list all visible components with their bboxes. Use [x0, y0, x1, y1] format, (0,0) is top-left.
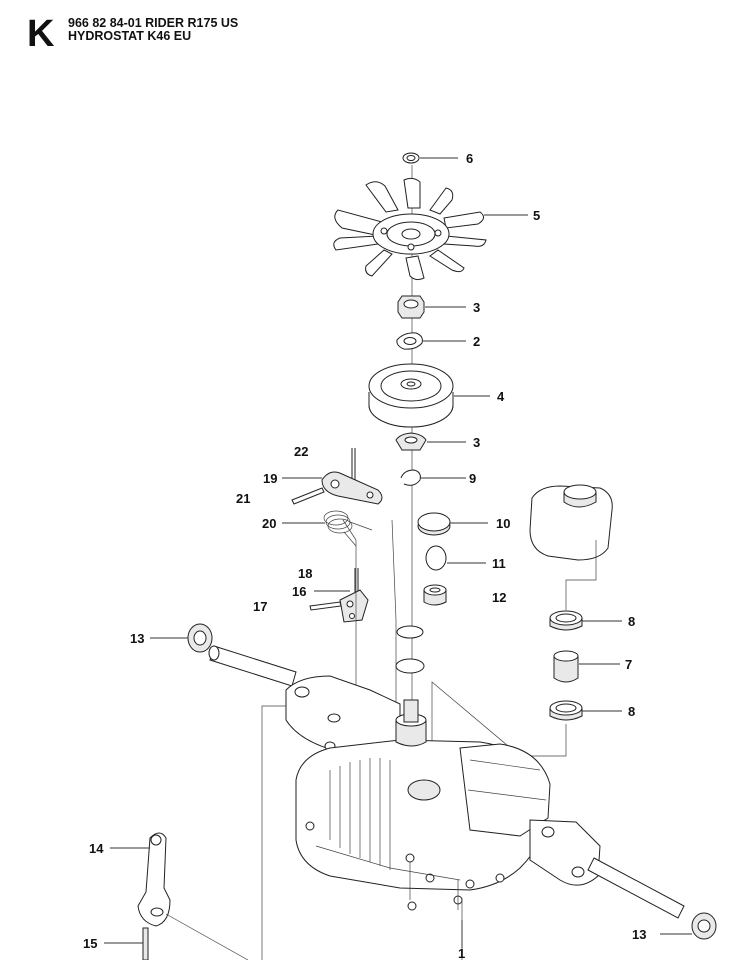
callout-8-top: 8 [628, 614, 635, 629]
part-19-bracket [321, 448, 383, 505]
part-8-clamp-top [549, 610, 583, 631]
callout-7: 7 [625, 657, 632, 672]
callout-22: 22 [294, 444, 308, 459]
part-8-clamp-bottom [549, 700, 583, 721]
callout-19: 19 [263, 471, 277, 486]
callout-13-left: 13 [130, 631, 144, 646]
part-16-lever [339, 589, 369, 623]
center-guide-line [391, 519, 397, 720]
part-2-washer [396, 332, 423, 350]
part-1-transaxle-housing [285, 675, 601, 911]
part-4-pulley [368, 363, 454, 428]
shaft-spacers [395, 625, 425, 674]
callout-2: 2 [473, 334, 480, 349]
callout-20: 20 [262, 516, 276, 531]
lever-guide-line-2 [165, 913, 249, 960]
callout-3-top: 3 [473, 300, 480, 315]
oil-tank [529, 484, 613, 561]
part-6-ring [402, 152, 420, 164]
callout-16: 16 [292, 584, 306, 599]
part-9-circlip [400, 469, 421, 486]
part-5-fan [333, 177, 487, 281]
callout-6: 6 [466, 151, 473, 166]
callout-5: 5 [533, 208, 540, 223]
section-letter: K [27, 13, 55, 55]
callout-4: 4 [497, 389, 505, 404]
title-line-2: HYDROSTAT K46 EU [68, 29, 192, 43]
callout-1: 1 [458, 946, 465, 960]
callout-3-lower: 3 [473, 435, 480, 450]
title-line-1: 966 82 84-01 RIDER R175 US [68, 16, 239, 30]
callout-21: 21 [236, 491, 250, 506]
axle-left [208, 645, 297, 687]
part-21-pin [291, 487, 325, 505]
callout-13-right: 13 [632, 927, 646, 942]
callout-11: 11 [492, 556, 506, 571]
callout-8-bottom: 8 [628, 704, 635, 719]
part-12-bushing [423, 584, 447, 606]
part-13-seal-left [187, 623, 213, 653]
page-title: 966 82 84-01 RIDER R175 US HYDROSTAT K46… [68, 17, 238, 43]
callout-12: 12 [492, 590, 506, 605]
callout-10: 10 [496, 516, 510, 531]
part-14-lever-arm [137, 832, 171, 927]
part-7-hose [553, 650, 579, 683]
part-17-pin [309, 601, 342, 611]
part-10-cap [417, 512, 451, 536]
part-20-spring [323, 510, 373, 547]
part-3-nut-top [397, 295, 425, 319]
callout-15: 15 [83, 936, 97, 951]
callout-14: 14 [89, 841, 104, 856]
part-3-hub-lower [395, 432, 427, 451]
callout-18: 18 [298, 566, 312, 581]
callout-17: 17 [253, 599, 267, 614]
callout-labels: 6 5 3 2 4 3 9 10 11 12 8 7 8 13 13 14 15… [83, 151, 646, 960]
left-guide-line [261, 705, 286, 960]
axle-right [587, 857, 685, 919]
tank-hose-line [565, 540, 597, 610]
part-13-seal-right [691, 912, 717, 940]
leader-lines [104, 157, 692, 948]
part-11-disc [425, 545, 447, 571]
callout-9: 9 [469, 471, 476, 486]
part-15-pin [142, 927, 149, 960]
